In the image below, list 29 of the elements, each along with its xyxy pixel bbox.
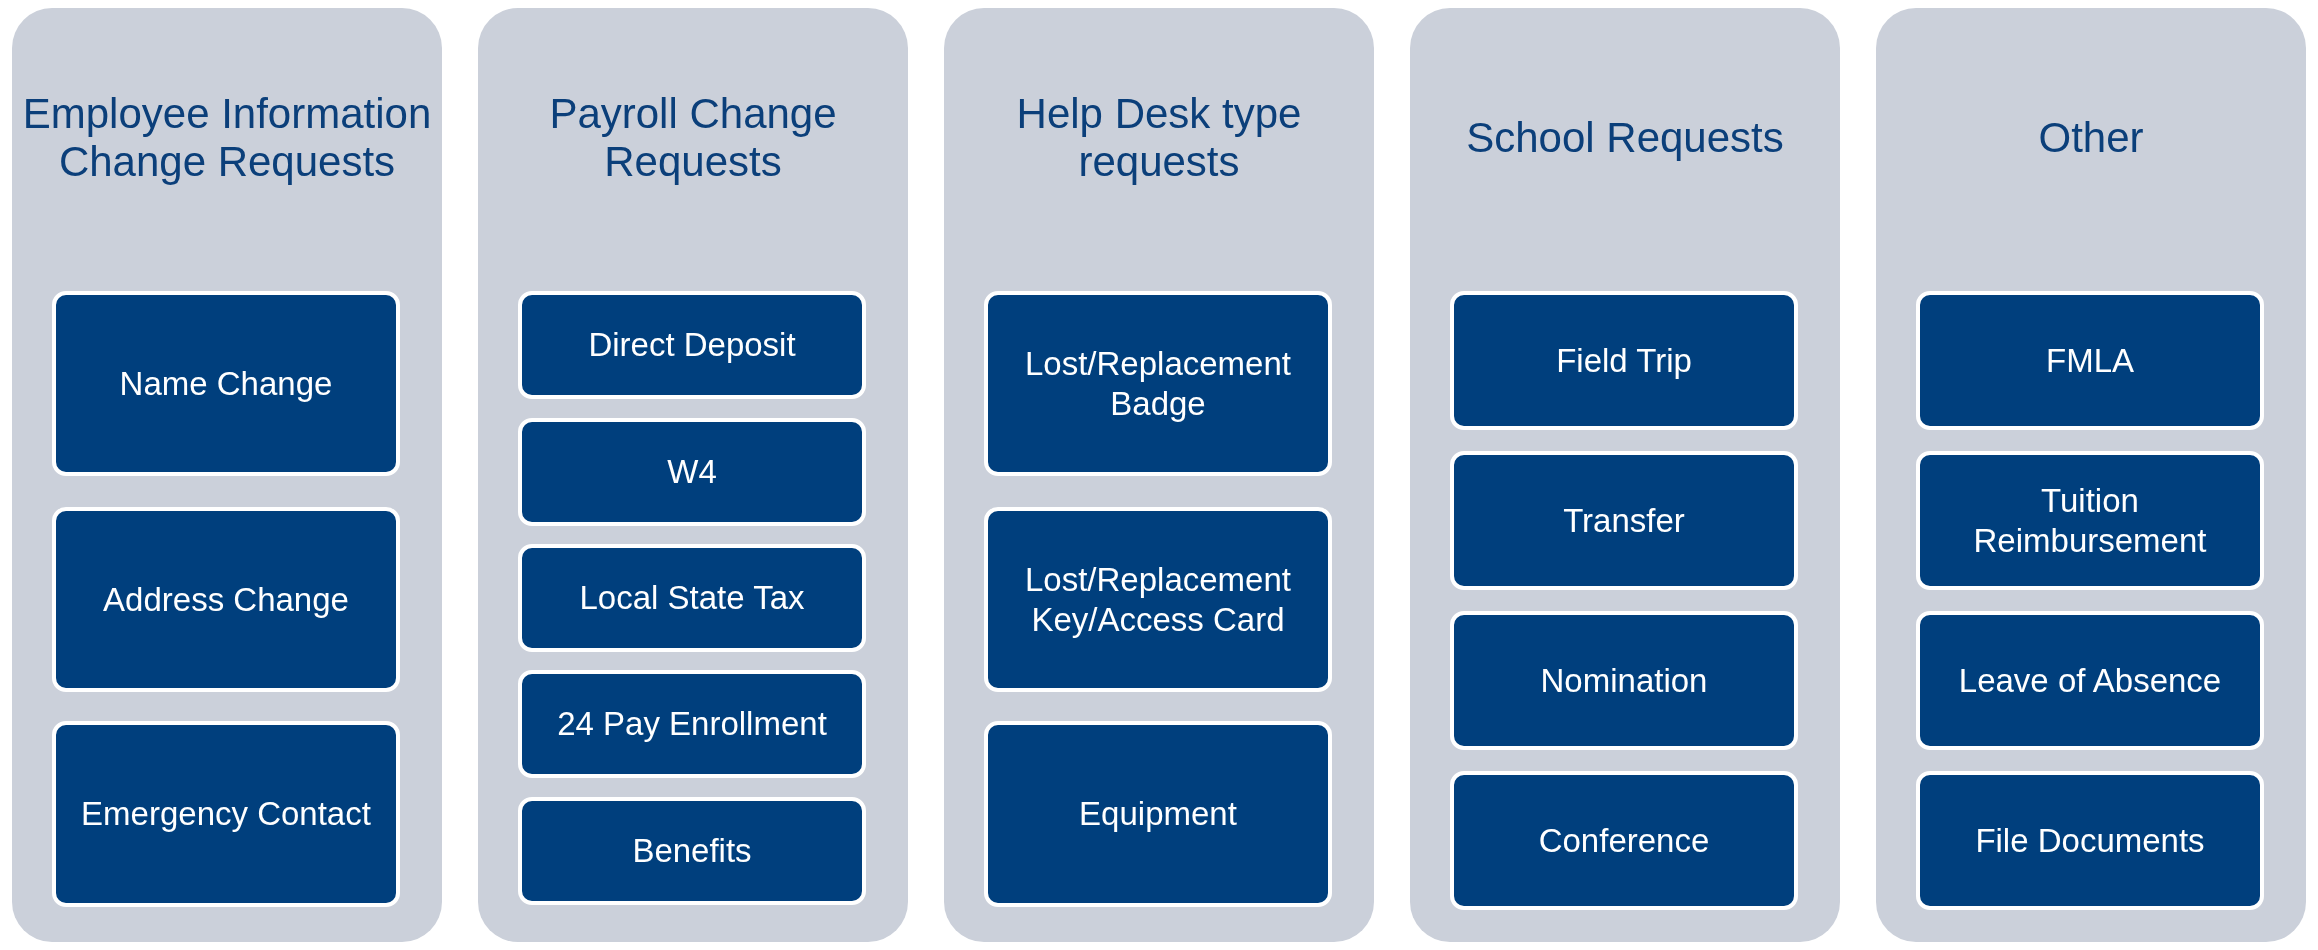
request-box: FMLA xyxy=(1916,291,2264,430)
request-box: Equipment xyxy=(984,721,1332,907)
panel-heading: Other xyxy=(2038,113,2144,163)
request-box: Tuition Reimbursement xyxy=(1916,451,2264,590)
request-box: Emergency Contact xyxy=(52,721,400,907)
request-box: Leave of Absence xyxy=(1916,611,2264,750)
request-box: Field Trip xyxy=(1450,291,1798,430)
category-panel xyxy=(12,8,442,942)
request-box: 24 Pay Enrollment xyxy=(518,670,866,778)
request-box: Direct Deposit xyxy=(518,291,866,399)
request-box: File Documents xyxy=(1916,771,2264,910)
request-box: Local State Tax xyxy=(518,544,866,652)
request-box: Lost/Replacement Badge xyxy=(984,291,1332,476)
request-box: Nomination xyxy=(1450,611,1798,750)
request-box: W4 xyxy=(518,418,866,526)
category-panel xyxy=(944,8,1374,942)
panel-heading: School Requests xyxy=(1466,113,1784,163)
request-box: Conference xyxy=(1450,771,1798,910)
request-box: Name Change xyxy=(52,291,400,476)
request-box: Transfer xyxy=(1450,451,1798,590)
category-panel xyxy=(1876,8,2306,942)
request-box: Address Change xyxy=(52,507,400,692)
panel-heading: Help Desk type requests xyxy=(1015,89,1303,187)
category-panel xyxy=(478,8,908,942)
panel-heading: Employee Information Change Requests xyxy=(22,89,432,187)
panel-heading: Payroll Change Requests xyxy=(548,89,838,187)
request-box: Benefits xyxy=(518,797,866,905)
category-panel xyxy=(1410,8,1840,942)
request-box: Lost/Replacement Key/Access Card xyxy=(984,507,1332,692)
